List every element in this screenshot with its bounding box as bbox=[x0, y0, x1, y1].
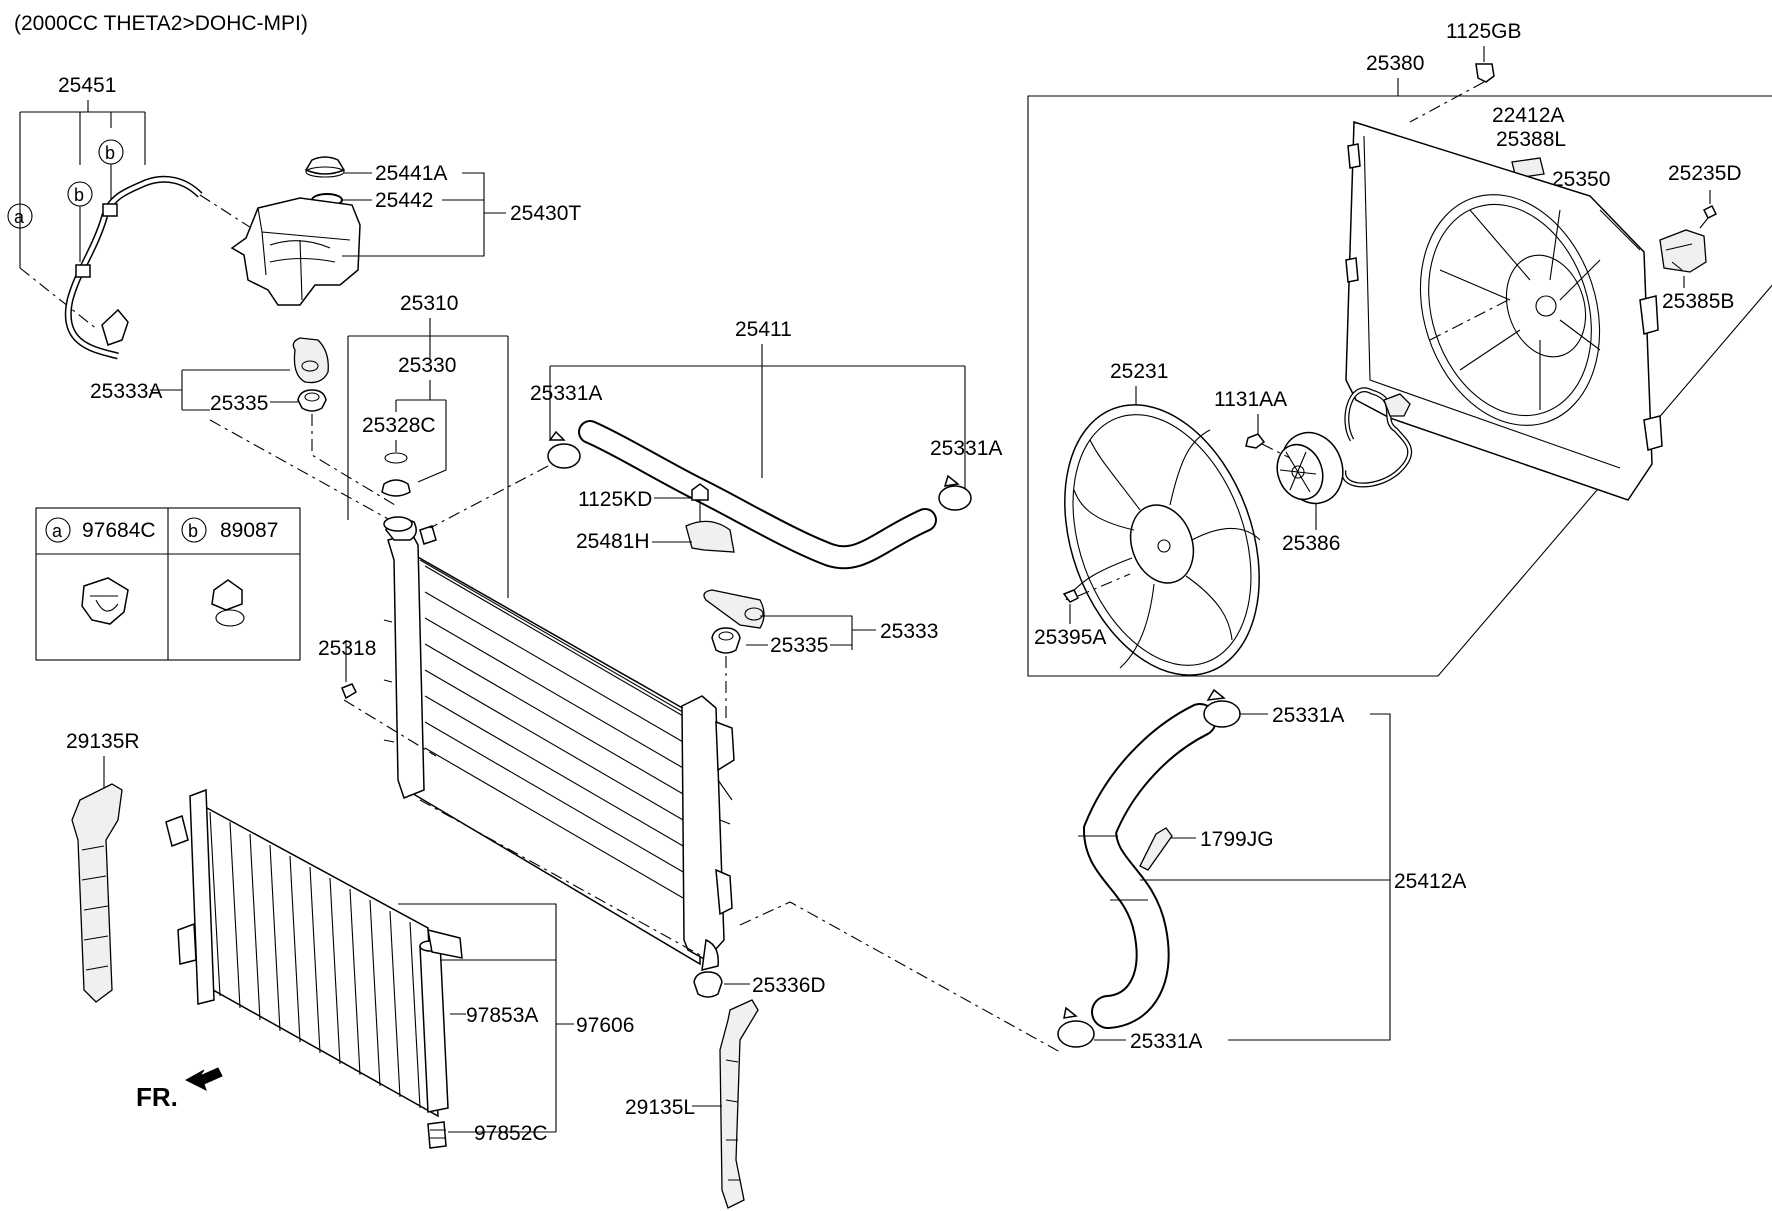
hose-clip-lower bbox=[75, 264, 91, 278]
clip-97684C bbox=[81, 577, 129, 625]
label-1125KD[interactable]: 1125KD bbox=[578, 488, 652, 511]
label-25335-right[interactable]: 25335 bbox=[770, 634, 828, 657]
reservoir-cap bbox=[304, 156, 346, 175]
upper-mount-group: 25333A 25335 bbox=[90, 337, 396, 521]
label-25412A[interactable]: 25412A bbox=[1394, 870, 1466, 893]
label-25481H[interactable]: 25481H bbox=[576, 530, 650, 553]
reservoir-tank-body bbox=[230, 197, 361, 306]
label-25331A-hose-bottom[interactable]: 25331A bbox=[1130, 1030, 1202, 1053]
label-25328C[interactable]: 25328C bbox=[362, 414, 436, 437]
label-25333[interactable]: 25333 bbox=[880, 620, 938, 643]
bolt-1131AA bbox=[1245, 433, 1266, 449]
label-29135L[interactable]: 29135L bbox=[625, 1096, 695, 1119]
label-25430T[interactable]: 25430T bbox=[510, 202, 581, 225]
label-1131AA[interactable]: 1131AA bbox=[1214, 388, 1287, 411]
label-25441A[interactable]: 25441A bbox=[375, 162, 447, 185]
label-25331A-hose-top[interactable]: 25331A bbox=[1272, 704, 1344, 727]
diagram-title: (2000CC THETA2>DOHC-MPI) bbox=[14, 12, 308, 35]
callout-a-letter: a bbox=[14, 207, 25, 227]
screw-25235D bbox=[1702, 204, 1718, 220]
fan-shroud-25350 bbox=[1345, 120, 1653, 501]
legend-box: a 97684C b 89087 bbox=[35, 507, 301, 661]
drier-plug-97852C bbox=[427, 1121, 447, 1149]
label-25231[interactable]: 25231 bbox=[1110, 360, 1168, 383]
upper-hose-clamp-right bbox=[938, 485, 972, 511]
label-25442[interactable]: 25442 bbox=[375, 189, 433, 212]
air-guard-right-group: 29135R bbox=[66, 730, 140, 1003]
right-mount-group: 25333 25335 bbox=[703, 589, 938, 720]
lower-hose-clamp-top bbox=[1203, 700, 1241, 728]
label-25310[interactable]: 25310 bbox=[400, 292, 458, 315]
label-25451[interactable]: 25451 bbox=[58, 74, 116, 97]
label-25331A-upper-left[interactable]: 25331A bbox=[530, 382, 602, 405]
upper-hose-group: 25411 25331A 25331A 1125KD 25481H bbox=[429, 318, 1002, 570]
condenser-group: 97853A 97606 97852C bbox=[165, 788, 634, 1149]
fan-shroud-assembly-group: 1125GB 25380 22412A 25388L 25350 25385B bbox=[1027, 20, 1772, 677]
mount-bracket-25333 bbox=[703, 589, 765, 629]
fan-motor-25386 bbox=[1276, 431, 1344, 505]
clip-89087 bbox=[211, 579, 243, 611]
label-25386[interactable]: 25386 bbox=[1282, 532, 1340, 555]
legend-a-part[interactable]: 97684C bbox=[82, 519, 156, 542]
label-25385B[interactable]: 25385B bbox=[1662, 290, 1734, 313]
radiator-cap-seal bbox=[384, 452, 408, 464]
front-direction-marker: FR. bbox=[136, 1067, 223, 1112]
bolt-1125GB bbox=[1475, 63, 1495, 83]
lower-hose-clamp-bottom bbox=[1057, 1020, 1095, 1048]
lower-hose-group: 1799JG 25331A 25412A 25331A bbox=[739, 688, 1466, 1053]
legend-callout-b bbox=[181, 517, 207, 543]
label-25380[interactable]: 25380 bbox=[1366, 52, 1424, 75]
bracket-25481H bbox=[685, 520, 735, 553]
label-29135R[interactable]: 29135R bbox=[66, 730, 140, 753]
label-25395A[interactable]: 25395A bbox=[1034, 626, 1106, 649]
label-25331A-upper-right[interactable]: 25331A bbox=[930, 437, 1002, 460]
label-25333A[interactable]: 25333A bbox=[90, 380, 162, 403]
harness-connector bbox=[1383, 393, 1411, 417]
label-25411[interactable]: 25411 bbox=[735, 318, 792, 341]
radiator-cap bbox=[381, 479, 411, 497]
label-25330[interactable]: 25330 bbox=[398, 354, 456, 377]
legend-b-part[interactable]: 89087 bbox=[220, 519, 278, 542]
label-25335-upper[interactable]: 25335 bbox=[210, 392, 268, 415]
label-22412A[interactable]: 22412A bbox=[1492, 104, 1564, 127]
radiator-left-tank bbox=[387, 533, 425, 799]
callout-b-upper-letter: b bbox=[105, 143, 115, 163]
legend-callout-a bbox=[45, 517, 71, 543]
legend-b-letter: b bbox=[188, 521, 198, 541]
fan-resistor-25385B bbox=[1659, 229, 1707, 273]
front-marker-label: FR. bbox=[136, 1082, 178, 1112]
bottom-mount-group: 25336D 29135L bbox=[625, 971, 826, 1209]
callout-a bbox=[7, 203, 33, 229]
label-97606[interactable]: 97606 bbox=[576, 1014, 634, 1037]
radiator-core bbox=[401, 546, 701, 966]
hose-end-fitting bbox=[101, 308, 129, 346]
label-97853A[interactable]: 97853A bbox=[466, 1004, 538, 1027]
radiator-group: 25310 25330 25328C 25318 bbox=[318, 292, 735, 971]
air-guard-29135L bbox=[719, 999, 759, 1209]
legend-a-letter: a bbox=[52, 521, 63, 541]
reservoir-hose-group: 25451 a b b bbox=[7, 74, 271, 360]
callout-b-lower-letter: b bbox=[74, 185, 84, 205]
reservoir-tank-group: 25441A 25442 25430T bbox=[230, 156, 581, 306]
label-97852C[interactable]: 97852C bbox=[474, 1122, 548, 1145]
bracket-1799JG bbox=[1139, 827, 1173, 871]
condenser-core bbox=[195, 800, 439, 1118]
hose-clip-upper bbox=[102, 203, 118, 217]
air-guard-29135R bbox=[71, 783, 123, 1003]
drain-plug-25318 bbox=[341, 683, 357, 700]
mount-bracket-25333A bbox=[292, 337, 329, 384]
label-25336D[interactable]: 25336D bbox=[752, 974, 826, 997]
label-25235D[interactable]: 25235D bbox=[1668, 162, 1742, 185]
label-25388L[interactable]: 25388L bbox=[1496, 128, 1566, 151]
screw-25395A bbox=[1062, 589, 1080, 603]
upper-hose-clamp-left bbox=[547, 443, 581, 469]
front-arrow-icon bbox=[184, 1067, 223, 1091]
label-25318[interactable]: 25318 bbox=[318, 637, 376, 660]
label-25350[interactable]: 25350 bbox=[1552, 168, 1610, 191]
fan-blade-25231 bbox=[1064, 404, 1261, 676]
label-1799JG[interactable]: 1799JG bbox=[1200, 828, 1274, 851]
mount-insulator-25336D bbox=[693, 971, 723, 998]
label-1125GB[interactable]: 1125GB bbox=[1446, 20, 1522, 43]
